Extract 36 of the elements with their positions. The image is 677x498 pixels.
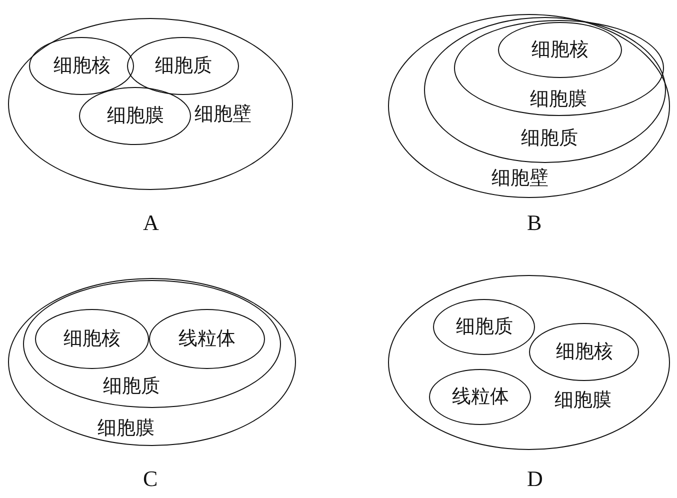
part-name: 细胞核: [556, 342, 613, 362]
cell-part-ellipse: [148, 308, 265, 369]
part-name: 细胞质: [154, 56, 212, 76]
part-name: 细胞核: [532, 40, 589, 60]
panel-letter: C: [143, 468, 158, 490]
part-name: 细胞质: [520, 128, 578, 148]
part-name: 细胞核: [63, 329, 120, 348]
part-name: 细胞膜: [97, 419, 154, 438]
cell-part-ellipse: [388, 14, 670, 198]
cell-part-ellipse: [8, 18, 293, 190]
part-name: 细胞膜: [106, 106, 164, 126]
part-name: 细胞壁: [194, 105, 252, 124]
cell-part-ellipse: [454, 20, 664, 116]
panel-letter: A: [143, 212, 159, 234]
cell-part-ellipse: [433, 299, 536, 356]
cell-part-ellipse: [127, 37, 240, 96]
cell-part-ellipse: [429, 369, 532, 426]
cell-part-ellipse: [34, 308, 149, 369]
panel-letter: D: [527, 468, 543, 490]
cell-part-ellipse: [388, 275, 670, 450]
panel-letter: B: [527, 212, 542, 234]
part-name: 细胞核: [53, 56, 110, 76]
part-name: 细胞质: [102, 376, 160, 396]
cell-part-ellipse: [23, 280, 282, 408]
part-name: 细胞膜: [554, 391, 612, 410]
part-name: 细胞膜: [530, 90, 588, 110]
part-name: 线粒体: [178, 329, 236, 348]
part-name: 细胞壁: [491, 169, 548, 188]
cell-part-ellipse: [79, 87, 192, 146]
cell-part-ellipse: [498, 22, 622, 78]
cell-part-ellipse: [529, 323, 640, 382]
part-name: 线粒体: [452, 388, 509, 407]
part-name: 细胞质: [456, 318, 513, 337]
cell-part-ellipse: [424, 17, 666, 164]
cell-part-ellipse: [8, 278, 296, 446]
cell-part-ellipse: [29, 37, 134, 96]
